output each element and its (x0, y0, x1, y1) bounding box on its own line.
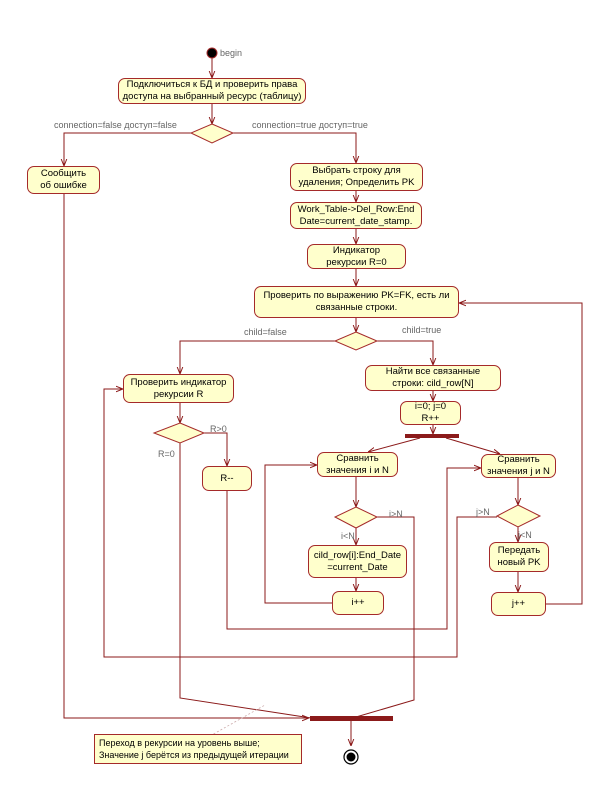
node-r-decrement: R-- (202, 466, 252, 491)
guard-i-lt-n: i<N (341, 531, 355, 541)
end-node-core (346, 752, 356, 762)
start-node (206, 47, 218, 59)
join-bar (310, 716, 393, 721)
flow-to-error (64, 132, 191, 166)
guard-conn-false: connection=false доступ=false (54, 120, 177, 130)
guard-r-eq-0: R=0 (158, 449, 175, 459)
node-recursion-indicator: Индикатор рекурсии R=0 (307, 244, 406, 269)
node-i-increment: i++ (332, 591, 384, 615)
node-find-related: Найти все связанные строки: cild_row[N] (365, 365, 501, 391)
node-report-error: Сообщить об ошибке (27, 166, 100, 194)
guard-r-gt-0: R>0 (210, 424, 227, 434)
flow-r-dec-compare-j (226, 468, 481, 630)
node-compare-i: Сравнить значения i и N (317, 452, 398, 477)
node-select-row: Выбрать строку для удаления; Определить … (290, 163, 423, 191)
start-label: begin (220, 48, 243, 58)
note-recursion: Переход в рекурсии на уровень выше; Знач… (94, 734, 302, 764)
node-check-related: Проверить по выражению PK=FK, есть ли св… (254, 286, 459, 318)
decision-i (333, 506, 379, 529)
node-set-end-date: cild_row[i]:End_Date =current_Date (308, 545, 407, 578)
flow-j-gt-n (103, 389, 497, 658)
decision-r (152, 422, 206, 444)
node-pass-pk: Передать новый PK (489, 542, 549, 572)
node-connect: Подключиться к БД и проверить права дост… (118, 78, 306, 104)
flow-child-true (377, 340, 433, 365)
node-compare-j: Сравнить значения j и N (481, 454, 556, 478)
flow-child-false (180, 340, 335, 374)
guard-child-false: child=false (244, 327, 287, 337)
guard-i-gt-n: i>N (389, 509, 403, 519)
node-init-counters: i=0; j=0 R++ (400, 401, 461, 425)
decision-j (495, 504, 542, 528)
flow-j-loop (459, 303, 583, 605)
flow-i-loop (264, 465, 332, 604)
decision-child (333, 331, 379, 351)
node-check-indicator: Проверить индикатор рекурсии R (123, 374, 234, 403)
guard-j-gt-n: j>N (476, 507, 490, 517)
flow-fork-compare-j (445, 437, 500, 454)
node-work-table: Work_Table->Del_Row:End Date=current_dat… (290, 202, 422, 229)
guard-conn-true: connection=true доступ=true (252, 120, 368, 130)
note-anchor (209, 704, 266, 737)
flow-r-gt-0 (204, 432, 227, 466)
fork-bar (405, 434, 459, 438)
flow-i-gt-n (355, 516, 415, 718)
flow-fork-compare-i (368, 437, 421, 452)
node-j-increment: j++ (491, 592, 546, 616)
decision-connection (189, 123, 235, 144)
flow-to-select (233, 132, 356, 163)
guard-child-true: child=true (402, 325, 442, 335)
flow-error-join (63, 194, 309, 718)
guard-j-lt-n: j<N (518, 530, 532, 540)
flow-r-eq-0 (179, 443, 312, 719)
